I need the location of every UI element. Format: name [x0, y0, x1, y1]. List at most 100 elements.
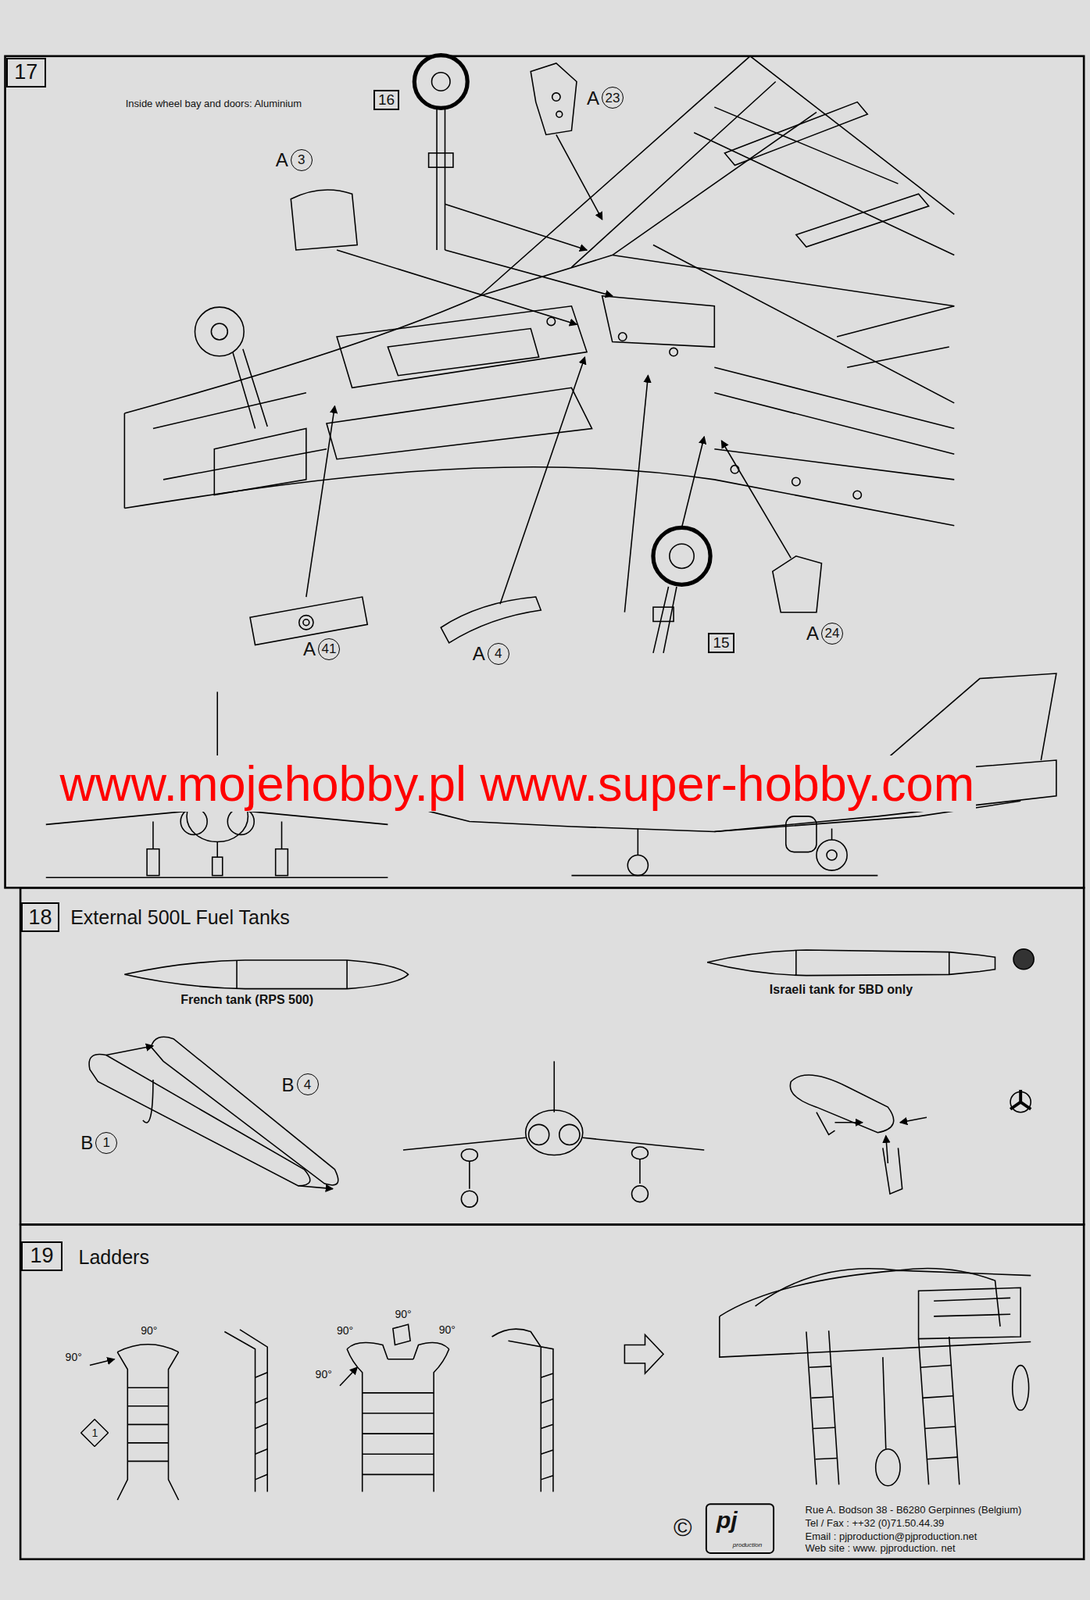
leader-arrow	[444, 250, 612, 297]
step-title: External 500L Fuel Tanks	[70, 906, 290, 930]
leader-arrow	[682, 436, 705, 528]
aircraft-underside	[124, 255, 612, 414]
ladder	[224, 1329, 268, 1493]
diamond-outline	[81, 1419, 109, 1448]
cockpit-view	[920, 1365, 958, 1460]
cockpit-view	[755, 1268, 1001, 1327]
door-part	[250, 596, 368, 645]
fuel-tank	[528, 1124, 550, 1145]
ladder	[339, 1367, 358, 1387]
maker-logo	[706, 1504, 774, 1554]
wheel-part	[436, 107, 445, 251]
fuel-tank	[461, 1190, 478, 1208]
cockpit-view	[875, 1449, 901, 1487]
step-number: 19	[21, 1241, 62, 1272]
part-circle: 4	[296, 1073, 319, 1096]
aircraft-underside	[336, 306, 587, 388]
part-circle: 23	[601, 86, 624, 109]
aircraft-underside	[714, 449, 955, 480]
part-number: B4	[282, 1073, 319, 1096]
fuel-tank	[124, 960, 408, 990]
part-circle: 41	[318, 638, 340, 661]
aircraft-underside	[669, 347, 678, 356]
aircraft-underside	[124, 413, 126, 508]
part-circle: 24	[821, 622, 844, 645]
side-view	[571, 875, 878, 877]
cockpit-view	[806, 1330, 840, 1485]
subassembly-number: 15	[707, 632, 734, 654]
part-number: A24	[806, 622, 844, 645]
fuel-tank	[900, 1117, 927, 1123]
aircraft-underside	[602, 296, 715, 347]
part-tree-letter: B	[80, 1132, 93, 1155]
address-line: Email : pjproduction@pjproduction.net	[805, 1531, 978, 1544]
photo-etch-marker: 1	[80, 1418, 109, 1448]
step-label: 15	[712, 634, 730, 652]
part-number-text: 4	[303, 1077, 311, 1094]
side-view	[627, 855, 648, 876]
ladder	[346, 1349, 450, 1493]
wheel-part	[432, 72, 451, 92]
front-view	[227, 807, 254, 835]
panel-frame	[5, 56, 1085, 1560]
door-part	[290, 189, 358, 251]
part-circle: 3	[290, 149, 313, 172]
ladder	[540, 1373, 554, 1480]
fuel-tank	[553, 1061, 555, 1112]
door-part	[303, 619, 310, 626]
cockpit-view	[918, 1287, 1022, 1339]
fuel-tank	[632, 1186, 649, 1203]
ladder	[89, 1324, 664, 1501]
part-number: A4	[472, 643, 510, 665]
front-view	[146, 849, 160, 876]
front-view	[180, 807, 208, 835]
aircraft-underside	[618, 332, 627, 341]
leader-arrow	[500, 357, 585, 604]
door-part	[530, 63, 577, 135]
part-tree-letter: A	[472, 643, 486, 665]
door-part	[299, 615, 314, 630]
part-number-text: 41	[321, 641, 336, 658]
leader-arrow	[721, 440, 791, 558]
angle-label: 90°	[315, 1368, 333, 1381]
fuel-tank	[796, 950, 950, 976]
ladder	[117, 1352, 179, 1501]
tank-caption: Israeli tank for 5BD only	[769, 982, 913, 998]
fuel-tank	[461, 1149, 478, 1162]
part-circle: 4	[487, 643, 510, 665]
step-label: 16	[378, 91, 395, 109]
ladder	[346, 1343, 450, 1360]
cockpit-view	[933, 1297, 1011, 1317]
step-label: 19	[30, 1243, 54, 1269]
fuel-tank	[834, 1122, 862, 1124]
step-label: 17	[14, 60, 38, 85]
aircraft-underside	[546, 317, 555, 326]
aircraft-underside	[853, 490, 862, 499]
ladder	[89, 1359, 115, 1366]
ladder	[624, 1334, 664, 1374]
aircraft-underside	[792, 477, 801, 486]
cockpit-view	[882, 1357, 887, 1450]
fuel-tank	[403, 1137, 705, 1151]
leader-arrow	[444, 203, 587, 251]
note-text: Inside wheel bay and doors: Aluminium	[125, 98, 302, 111]
fuel-tank	[236, 960, 347, 990]
front-view	[46, 876, 389, 879]
fuel-tank	[816, 1112, 903, 1194]
part-number: A41	[303, 638, 340, 661]
fuel-tank	[106, 1046, 154, 1056]
aircraft-underside	[612, 255, 955, 307]
aircraft-underside	[724, 102, 868, 166]
fuel-tank	[886, 1136, 889, 1164]
aircraft-underside	[730, 465, 739, 474]
front-view	[46, 811, 389, 825]
aircraft-underside	[479, 56, 955, 297]
step-number: 18	[21, 902, 59, 933]
part-number-text: 3	[297, 152, 305, 168]
aircraft-underside	[326, 387, 593, 459]
fuel-tank	[1013, 949, 1034, 970]
part-number-text: 23	[605, 90, 621, 107]
leader-arrow	[306, 134, 791, 612]
step-title: Ladders	[78, 1246, 150, 1269]
part-number: A3	[275, 149, 313, 172]
